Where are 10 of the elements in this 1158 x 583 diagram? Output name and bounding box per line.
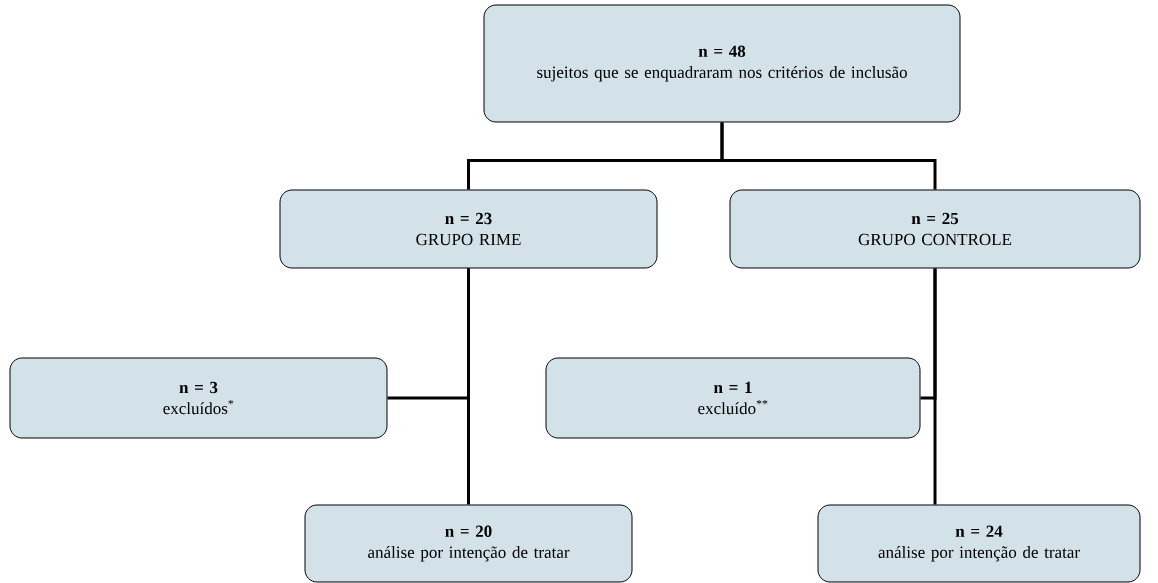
- connector-line: [720, 122, 937, 190]
- process-box: n = 25 GRUPO CONTROLE: [729, 189, 1141, 269]
- process-box: n = 23 GRUPO RIME: [279, 189, 658, 269]
- process-box: n = 24 análise por intenção de tratar: [817, 504, 1141, 583]
- connector-line: [467, 268, 470, 505]
- process-box: n = 48 sujeitos que se enquadraram nos critérios de inclusão: [483, 4, 961, 123]
- process-box: n = 1 excluído$^{**}$: [545, 357, 921, 439]
- process-box: n = 3 excluídos$^{*}$: [9, 357, 388, 439]
- connector-line: [933, 268, 937, 505]
- process-box: n = 20 análise por intenção de tratar: [304, 504, 633, 583]
